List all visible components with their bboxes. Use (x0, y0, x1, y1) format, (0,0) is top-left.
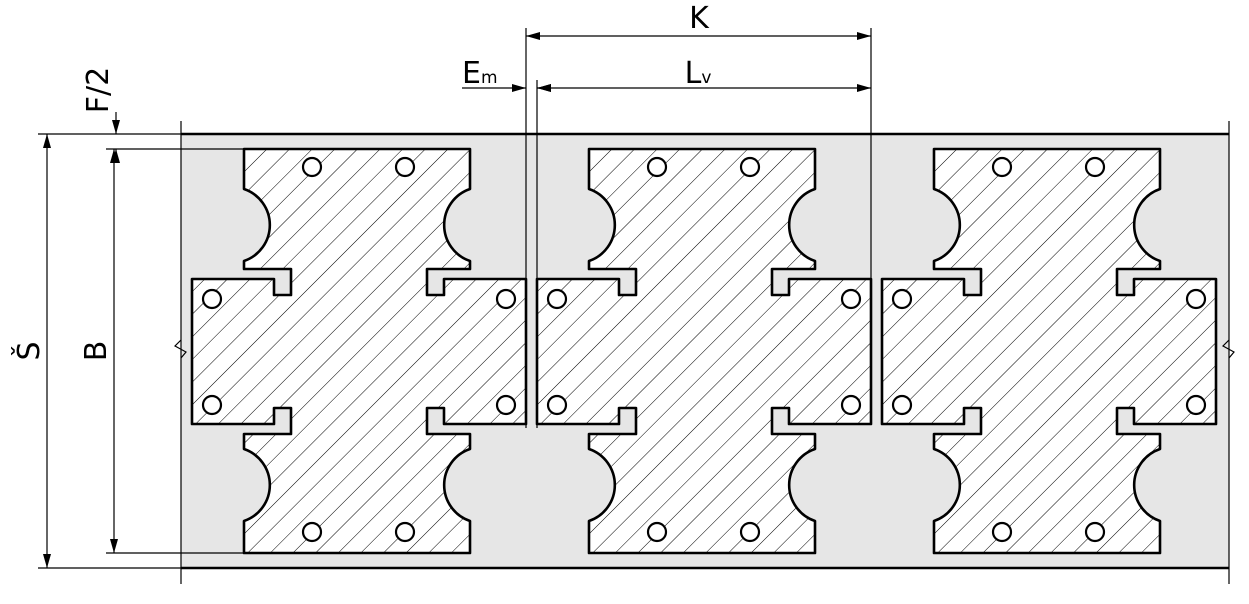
label-lv: Lv (685, 56, 712, 91)
label-em-main: E (462, 56, 481, 91)
label-s: Š (10, 341, 47, 360)
label-f2: F/2 (81, 67, 116, 113)
right-break-mark (1222, 339, 1235, 359)
label-lv-main: L (685, 56, 702, 91)
label-k: K (689, 1, 710, 36)
left-break-mark (174, 339, 187, 359)
label-em: Em (462, 56, 498, 91)
label-em-sub: m (481, 68, 498, 88)
label-lv-sub: v (701, 68, 711, 88)
label-b: B (79, 341, 114, 362)
